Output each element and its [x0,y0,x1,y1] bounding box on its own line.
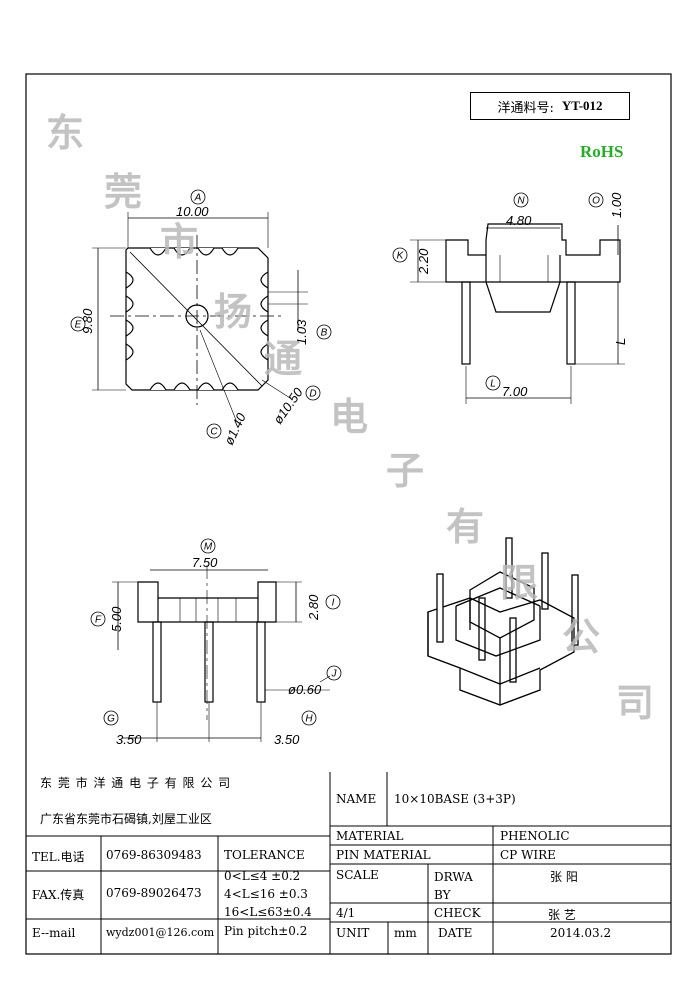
dim-j-value: ø0.60 [288,682,322,697]
circle-letter-e: E [75,320,82,331]
part-number-box: 洋通料号: YT-012 [470,92,630,120]
front-view [112,565,331,742]
dim-o-value: 1.00 [609,192,624,218]
dim-l-label: L [613,338,628,345]
dim-c-value: ø1.40 [221,410,249,447]
circle-letter-labels: A E B D C N O K L M F I J G H [75,193,600,725]
part-number-label: 洋通料号: [497,100,554,116]
circle-letter-g: G [107,714,115,725]
tel-label: TEL.电话 [32,850,85,864]
date-value: 2014.03.2 [550,926,612,940]
circle-letter-b: B [321,328,328,339]
rohs-mark: RoHS [580,142,624,161]
tolerance-pin-pitch: Pin pitch±0.2 [224,924,308,938]
circle-letter-i: I [332,598,335,609]
fax-label: FAX.传真 [32,888,85,902]
dim-f-value: 5.00 [109,606,124,632]
watermark-char: 扬 [214,290,252,334]
top-view [92,212,308,421]
scale-value: 4/1 [336,906,356,920]
check-label: CHECK [434,906,481,920]
pin-material-value: CP WIRE [500,848,556,862]
material-label: MATERIAL [336,829,404,843]
watermark-char: 通 [264,337,302,381]
email-value: wydz001@126.com [106,926,215,939]
watermark-char: 电 [330,395,368,439]
tolerance-3: 16<L≤63±0.4 [224,905,312,919]
circle-letter-n: N [517,196,525,207]
dim-d-value: ø10.50 [270,384,306,426]
drawn-by-label: DRWA BY [434,870,473,902]
circle-letter-f: F [95,615,102,626]
company-name: 东 莞 市 洋 通 电 子 有 限 公 司 [40,776,232,790]
circle-letter-o: O [592,196,600,207]
tolerance-1: 0<L≤4 ±0.2 [224,869,301,883]
front-view-labels: 7.50 5.00 2.80 ø0.60 3.50 3.50 [109,555,322,747]
unit-label: UNIT [336,926,370,940]
watermark-char: 市 [160,220,198,264]
dim-b-value: 1.03 [294,319,309,345]
circle-letter-d: D [309,389,316,400]
tel-value: 0769-86309483 [106,848,202,862]
dim-h-value: 3.50 [274,732,300,747]
email-label: E--mail [32,926,76,940]
dim-k-value: 2.20 [416,248,431,275]
side-view-1-labels: 4.80 1.00 2.20 L 7.00 [416,192,628,399]
circle-letter-k: K [397,251,405,262]
title-block-grid [26,772,671,954]
circle-letter-m: M [204,542,213,553]
dim-g-value: 3.50 [116,732,142,747]
circle-letter-c: C [210,427,218,438]
name-label: NAME [336,792,377,806]
dim-n-value: 4.80 [506,213,532,228]
watermark-char: 司 [616,681,654,725]
circle-letters [70,189,604,726]
tolerance-label: TOLERANCE [224,848,305,862]
drawing-border [25,73,672,955]
circle-letter-h: H [305,714,313,725]
tolerance-2: 4<L≤16 ±0.3 [224,887,308,901]
watermark-char: 莞 [104,170,142,214]
part-number-value: YT-012 [561,98,603,113]
company-address: 广东省东莞市石碣镇,刘屋工业区 [40,812,212,826]
dim-a-value: 10.00 [176,204,209,219]
material-value: PHENOLIC [500,829,570,843]
watermark-char: 限 [500,561,538,605]
watermark-char: 东 [46,111,84,155]
dim-i-value: 2.80 [306,594,321,621]
isometric-view [427,537,579,706]
scale-label: SCALE [336,868,379,882]
fax-value: 0769-89026473 [106,886,202,900]
drawn-by-value: 张 阳 [550,870,578,884]
watermark-char: 有 [446,505,484,549]
side-view-1 [410,223,625,404]
date-label: DATE [438,926,473,940]
name-value: 10×10BASE (3+3P) [394,792,516,806]
dim-e-value: 9.80 [80,308,95,334]
dim-l-value: 7.00 [502,384,528,399]
circle-letter-l: L [490,379,496,390]
circle-letter-j: J [331,669,338,680]
watermark-char: 子 [386,449,424,493]
checker-value: 张 艺 [548,908,576,922]
pin-material-label: PIN MATERIAL [336,848,431,862]
unit-value: mm [394,926,417,940]
watermark-char: 公 [562,615,600,659]
circle-letter-a: A [194,193,202,204]
dim-m-value: 7.50 [192,555,218,570]
